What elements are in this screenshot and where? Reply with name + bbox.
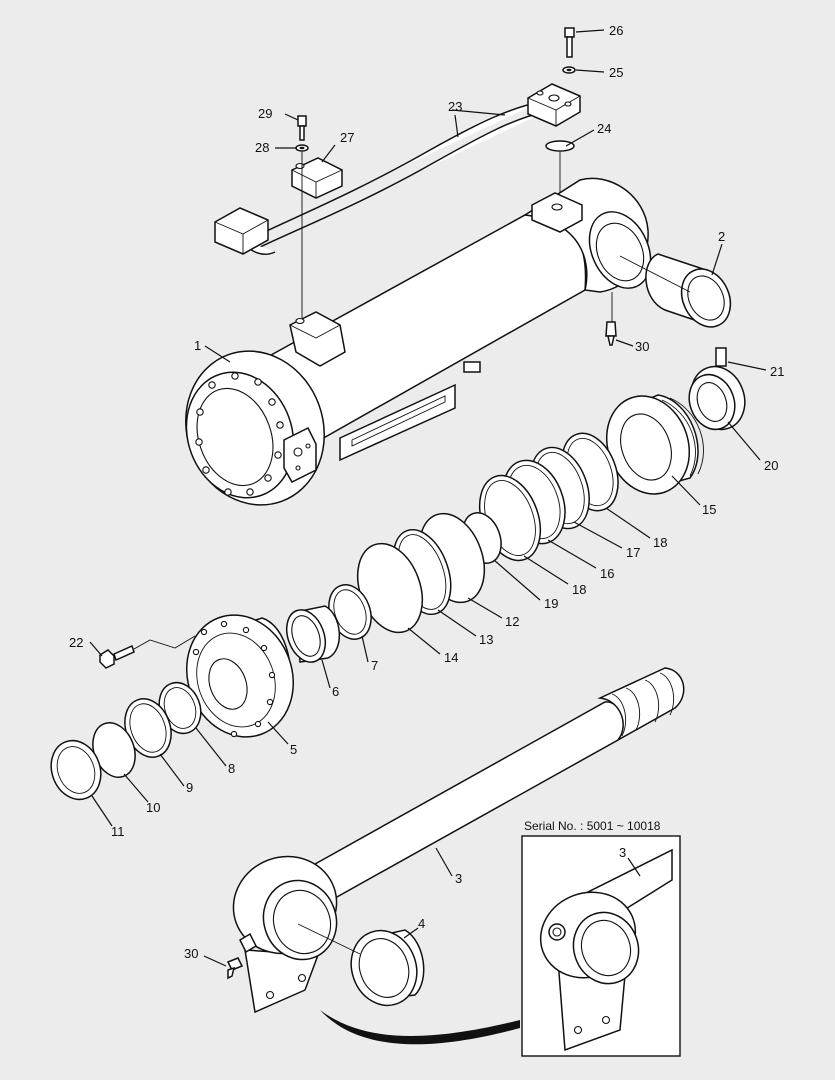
label-9: 9 [186, 780, 193, 795]
bolt-22-axis [133, 635, 196, 650]
bushing-4 [350, 929, 425, 1007]
label-25: 25 [609, 65, 623, 80]
label-14: 14 [444, 650, 458, 665]
o-ring-24 [545, 140, 575, 152]
label-3: 3 [455, 871, 462, 886]
set-screw-21 [715, 347, 727, 367]
label-26: 26 [609, 23, 623, 38]
rod-cover-5 [185, 614, 295, 738]
label-7: 7 [371, 658, 378, 673]
washer-25 [562, 66, 576, 74]
label-4: 4 [418, 916, 425, 931]
bushing-2 [645, 253, 732, 328]
label-8: 8 [228, 761, 235, 776]
grease-nipple-30-top [605, 321, 617, 346]
clamp-27 [291, 157, 343, 199]
label-20: 20 [764, 458, 778, 473]
label-17: 17 [626, 545, 640, 560]
label-19: 19 [544, 596, 558, 611]
callout-labels: 26 25 24 23 29 28 27 2 30 1 21 20 15 18 … [69, 23, 784, 961]
bolt-29 [297, 115, 307, 141]
nut-20 [688, 365, 746, 431]
label-6: 6 [332, 684, 339, 699]
pipe-23 [214, 83, 581, 256]
piston-15 [605, 394, 704, 495]
axis-2 [619, 255, 691, 293]
bolt-22 [99, 644, 135, 669]
label-24: 24 [597, 121, 611, 136]
bolt-26 [564, 27, 575, 58]
label-5: 5 [290, 742, 297, 757]
label-29: 29 [258, 106, 272, 121]
label-30b: 30 [184, 946, 198, 961]
label-22: 22 [69, 635, 83, 650]
washer-28 [295, 144, 309, 152]
label-12: 12 [505, 614, 519, 629]
label-16: 16 [600, 566, 614, 581]
label-10: 10 [146, 800, 160, 815]
label-30a: 30 [635, 339, 649, 354]
label-13: 13 [479, 632, 493, 647]
label-11: 11 [111, 824, 125, 839]
label-28: 28 [255, 140, 269, 155]
label-27: 27 [340, 130, 354, 145]
label-21: 21 [770, 364, 784, 379]
label-18a: 18 [653, 535, 667, 550]
piston-rod-3 [232, 667, 685, 1014]
grease-nipple-30-bottom [226, 957, 244, 980]
label-18b: 18 [572, 582, 586, 597]
inset-pointer-arrow [320, 1010, 520, 1045]
axis-4 [297, 923, 361, 955]
label-23: 23 [448, 99, 462, 114]
inset-serial-title: Serial No. : 5001 ~ 10018 [524, 819, 661, 833]
inset-panel [521, 835, 681, 1057]
label-2: 2 [718, 229, 725, 244]
label-15: 15 [702, 502, 716, 517]
label-1: 1 [194, 338, 201, 353]
leader-lines [89, 29, 767, 967]
inset-label-3: 3 [619, 845, 626, 860]
bushing-6 [285, 605, 341, 663]
cylinder-tube-1 [185, 177, 652, 506]
